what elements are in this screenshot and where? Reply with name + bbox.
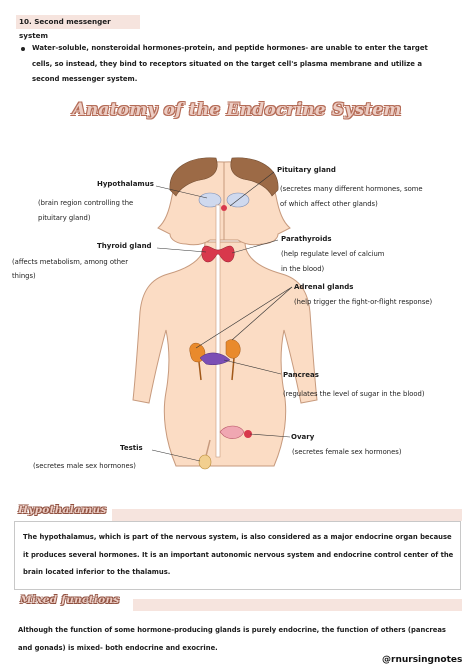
kidney-tubes	[198, 357, 235, 381]
desc-hypothalamus-2: pituitary gland)	[38, 214, 91, 222]
desc-thyroid-2: things)	[12, 272, 36, 280]
page-title: Anatomy of the Endocrine System	[72, 100, 402, 120]
desc-parathyroids-2: in the blood)	[281, 265, 325, 273]
desc-thyroid-1: (affects metabolism, among other	[12, 258, 128, 266]
leader-thyroid	[156, 247, 207, 253]
desc-parathyroids-1: (help regulate level of calcium	[281, 250, 385, 258]
section-number: 10. Second messenger system	[19, 17, 111, 40]
label-hypothalamus: Hypothalamus	[97, 180, 154, 188]
label-testis: Testis	[120, 444, 143, 452]
ovary-organ	[219, 425, 245, 439]
brain-region	[198, 192, 222, 208]
testis-organ	[198, 454, 212, 470]
desc-pancreas: (regulates the level of sugar in the blo…	[283, 390, 425, 398]
desc-hypothalamus-1: (brain region controlling the	[38, 199, 134, 207]
leader-parathyroids	[231, 239, 279, 254]
section-number-band: 10. Second messenger system	[16, 15, 140, 40]
bullet-dot	[21, 47, 25, 51]
leader-hypothalamus	[155, 185, 208, 199]
label-parathyroids: Parathyroids	[281, 235, 332, 243]
pituitary-dot	[221, 205, 227, 211]
leader-adrenal	[231, 286, 293, 341]
leader-pituitary	[229, 171, 275, 207]
label-ovary: Ovary	[291, 433, 315, 441]
desc-ovary: (secretes female sex hormones)	[292, 448, 402, 456]
desc-testis: (secretes male sex hormones)	[33, 462, 136, 470]
hypothalamus-heading-band	[112, 509, 462, 521]
mixed-text: Although the function of some hormone-pr…	[18, 626, 446, 652]
label-adrenal: Adrenal glands	[294, 283, 354, 291]
hypothalamus-text-box	[14, 521, 461, 590]
author-handle: @rnursingnotes	[382, 655, 463, 665]
testis-stalk	[205, 439, 211, 457]
spinal-cord	[215, 204, 221, 458]
ovary-dot	[244, 430, 252, 438]
thyroid-gland	[201, 245, 235, 263]
leader-adrenal-2	[195, 286, 293, 349]
bullet-text: Water-soluble, nonsteroidal hormones-pro…	[32, 44, 428, 83]
leader-testis	[151, 449, 201, 462]
desc-pituitary-1: (secretes many different hormones, some	[280, 185, 423, 193]
pancreas-organ	[199, 352, 231, 366]
label-pancreas: Pancreas	[283, 371, 319, 379]
leader-ovary	[249, 433, 291, 438]
torso-shape	[132, 241, 318, 467]
desc-adrenal: (help trigger the fight-or-flight respon…	[294, 298, 433, 306]
label-thyroid: Thyroid gland	[97, 242, 152, 250]
hypothalamus-heading: Hypothalamus	[18, 504, 107, 516]
hair	[169, 157, 279, 197]
desc-pituitary-2: of which affect other glands)	[280, 200, 378, 208]
mixed-heading: Mixed functions	[20, 594, 120, 606]
mixed-heading-band	[133, 599, 462, 611]
leader-pancreas	[223, 359, 282, 375]
label-pituitary: Pituitary gland	[277, 166, 336, 174]
hypothalamus-text: The hypothalamus, which is part of the n…	[23, 533, 454, 576]
